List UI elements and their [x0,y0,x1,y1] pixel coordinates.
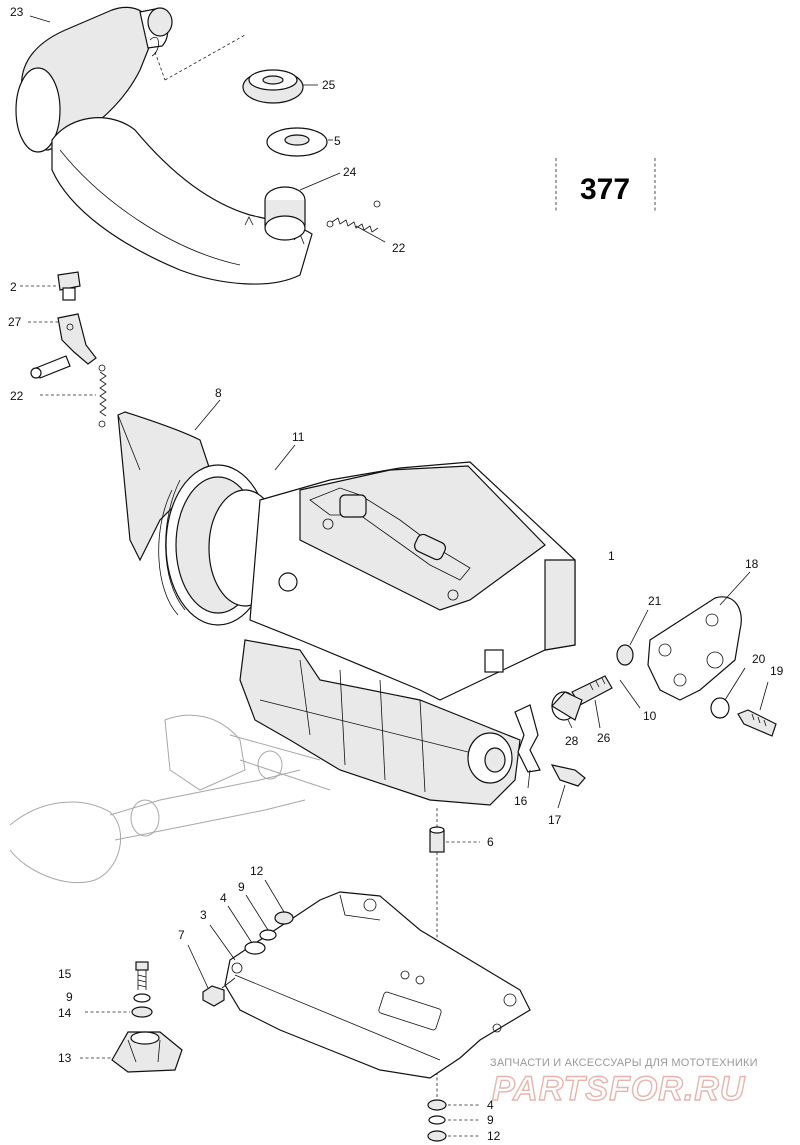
mount-13[interactable] [111,1031,183,1073]
bolt-15[interactable] [135,961,149,990]
callout-25: 25 [322,78,336,92]
callout-22b: 22 [10,389,24,403]
callout-16: 16 [514,794,528,808]
callout-27: 27 [8,315,22,329]
nut-12b[interactable] [427,1130,447,1142]
callout-9c: 9 [487,1113,494,1127]
callout-8: 8 [215,386,222,400]
callout-5a: 5 [334,134,341,148]
callout-20: 20 [752,652,766,666]
exhaust-muffler[interactable] [15,6,313,285]
rubber-mount-6[interactable] [429,826,445,853]
callout-11: 11 [292,430,305,444]
engine-support-plate[interactable] [224,891,531,1079]
callout-15: 15 [58,967,72,981]
mounting-plate-18[interactable] [647,596,742,701]
callout-26: 26 [597,731,611,745]
screw-2[interactable] [57,271,81,301]
nut-12a[interactable] [274,911,294,925]
callout-13: 13 [58,1051,72,1065]
spring-22-left[interactable] [98,364,107,428]
callout-4a: 4 [220,891,227,905]
bracket-16[interactable] [514,704,541,773]
callout-23: 23 [10,5,24,19]
washer-14[interactable] [131,1006,153,1018]
washer-4a[interactable] [244,941,266,955]
callout-2: 2 [10,280,17,294]
callout-4b: 4 [487,1098,494,1112]
bolt-17[interactable] [550,764,586,787]
washer-4b[interactable] [427,1099,447,1111]
callout-6: 6 [487,835,494,849]
callout-22a: 22 [392,241,406,255]
callout-19: 19 [770,664,784,678]
washer-9a[interactable] [259,929,277,941]
callout-12b: 12 [487,1129,501,1143]
rubber-sleeve-24[interactable] [264,186,306,241]
callout-10: 10 [643,709,657,723]
bracket-27[interactable] [30,313,97,379]
grommet-25[interactable] [242,69,304,104]
callout-12a: 12 [250,864,264,878]
washer-9c[interactable] [428,1115,446,1125]
callout-1: 1 [608,549,615,563]
washer-5[interactable] [266,127,328,157]
watermark-caption: ЗАПЧАСТИ И АКСЕССУАРЫ ДЛЯ МОТОТЕХНИКИ [490,1057,758,1069]
drive-shaft-outline [9,714,331,884]
diagram-number-frame: 377 [555,158,656,212]
bolt-19[interactable] [737,709,777,737]
diagram-number: 377 [580,173,630,206]
callout-7: 7 [178,928,185,942]
spacer-28[interactable] [551,691,583,721]
callout-14: 14 [58,1006,72,1020]
watermark-logo: PARTSFOR.RU [492,1070,746,1108]
bolt-7[interactable] [202,977,236,1007]
callout-24: 24 [343,165,357,179]
spring-22-top[interactable] [326,200,381,233]
callout-3: 3 [200,908,207,922]
callout-9a: 9 [238,880,245,894]
washer-20[interactable] [710,697,730,719]
callout-21: 21 [648,594,662,608]
callout-18: 18 [745,557,759,571]
callout-9b: 9 [66,990,73,1004]
callout-28: 28 [565,734,579,748]
engine-assembly[interactable] [117,411,576,806]
washer-21[interactable] [616,644,634,666]
washer-9b[interactable] [133,993,151,1003]
callout-17: 17 [548,813,562,827]
